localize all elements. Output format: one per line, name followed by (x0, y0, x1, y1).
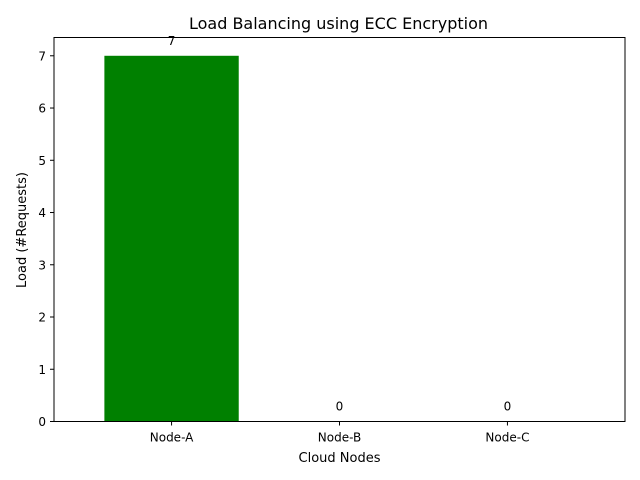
y-tick-label: 3 (38, 258, 46, 272)
x-tick-label: Node-B (318, 431, 361, 445)
y-tick-label: 1 (38, 363, 46, 377)
x-tick-label: Node-C (485, 431, 529, 445)
y-tick-label: 4 (38, 206, 46, 220)
y-tick-label: 2 (38, 311, 46, 325)
y-axis-label: Load (#Requests) (15, 172, 30, 288)
plot-frame (53, 37, 626, 422)
data-label-node-c: 0 (504, 400, 512, 414)
y-tick-label: 0 (38, 415, 46, 429)
y-tick-label: 6 (38, 102, 46, 116)
y-tick-label: 7 (38, 49, 46, 63)
data-label-node-b: 0 (336, 400, 344, 414)
data-label-node-a: 7 (168, 34, 176, 48)
bar-node-a (104, 55, 239, 422)
x-axis-label: Cloud Nodes (299, 451, 381, 466)
x-tick-label: Node-A (150, 431, 194, 445)
y-tick-label: 5 (38, 154, 46, 168)
chart-title: Load Balancing using ECC Encryption (189, 14, 488, 33)
